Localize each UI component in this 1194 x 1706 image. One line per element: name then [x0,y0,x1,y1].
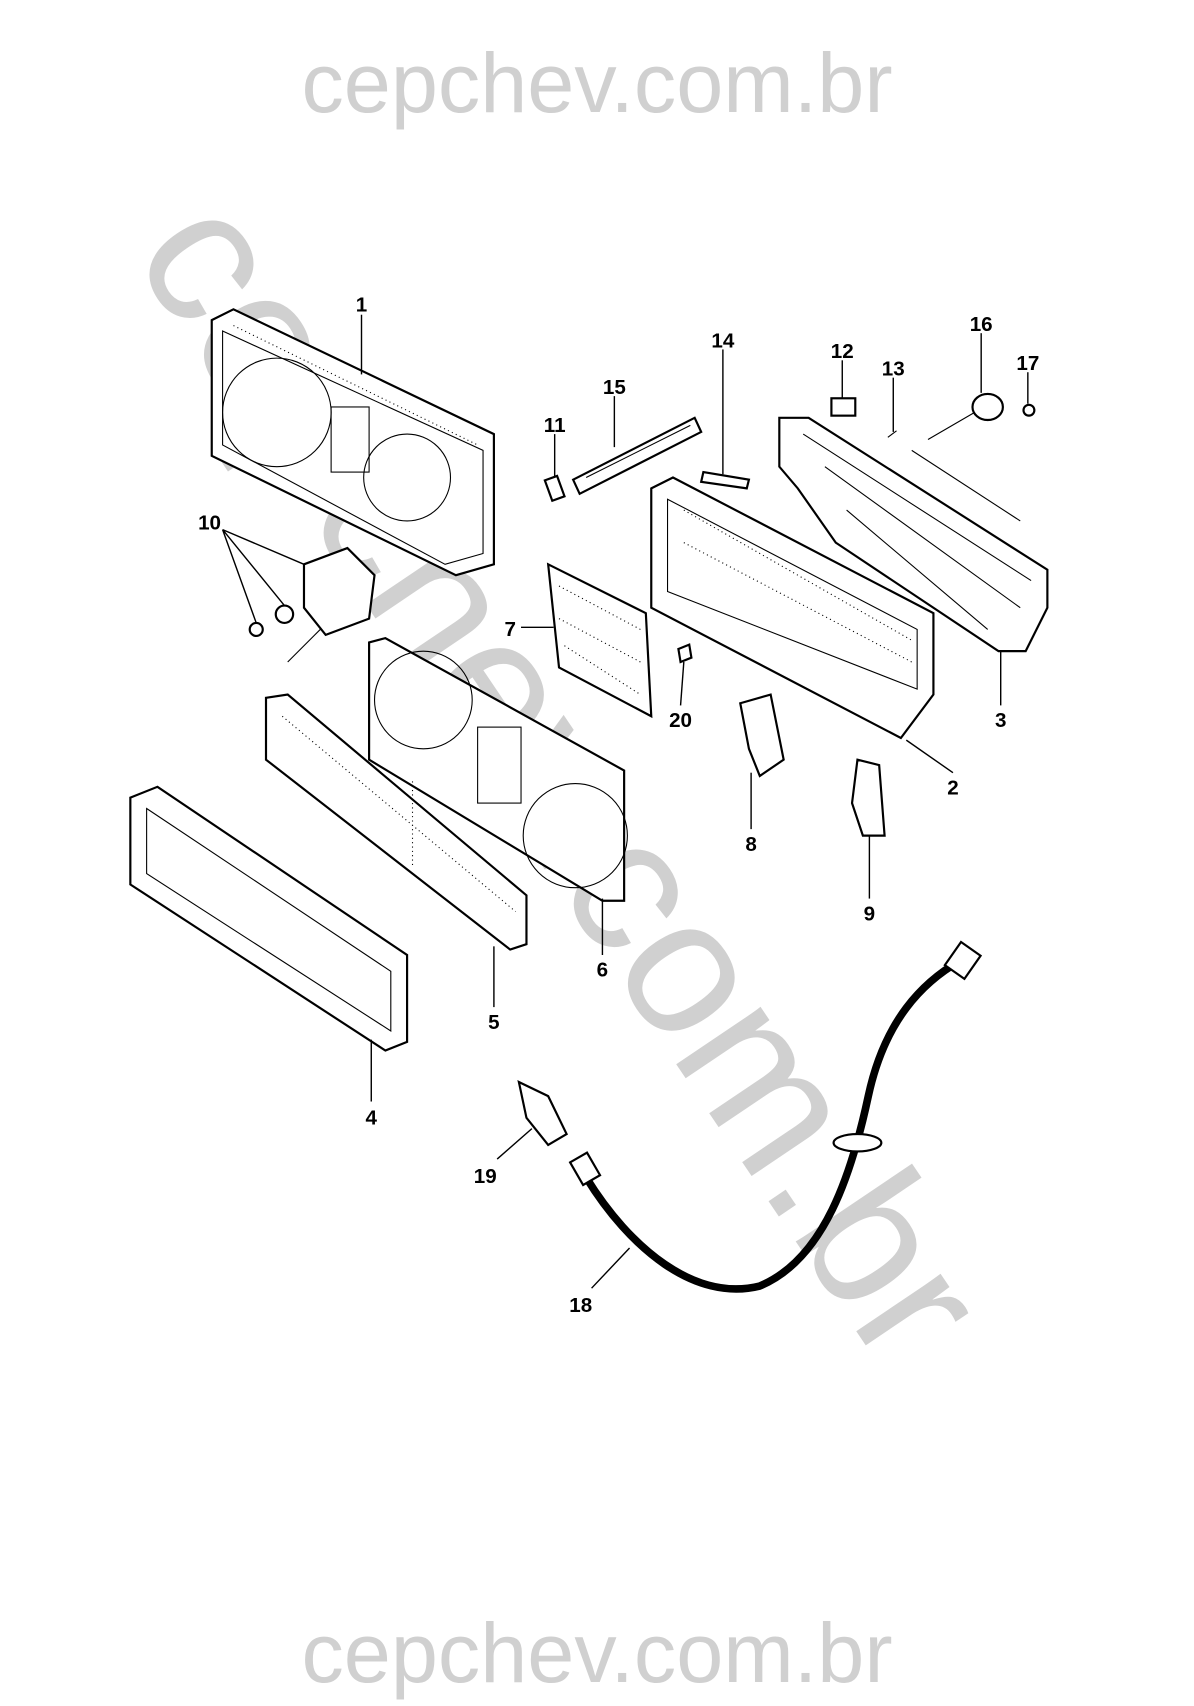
watermark-bottom: cepchev.com.br [301,1605,892,1700]
part-printed-circuit [778,416,1049,653]
part-instrument-cluster [210,308,495,577]
part-dial-plate [546,562,653,719]
callout-20: 20 [669,709,692,732]
callout-3: 3 [995,709,1006,732]
part-speedometer-cable [568,940,983,1293]
part-small-components [543,392,1036,503]
callout-13: 13 [882,357,905,380]
part-cluster-housing [650,476,935,740]
part-clip [517,1080,569,1147]
callout-14: 14 [711,329,734,352]
part-gauge-8 [739,693,785,778]
callout-12: 12 [831,340,854,363]
part-bulb [677,643,693,664]
leader-lines [221,314,1029,1289]
callout-10: 10 [198,512,221,535]
part-mask [368,636,628,902]
part-gauge-9 [850,758,886,837]
callout-15: 15 [603,376,626,399]
callout-6: 6 [597,959,608,982]
callout-18: 18 [569,1294,592,1317]
watermark-top: cepchev.com.br [301,35,892,130]
callout-8: 8 [745,833,756,856]
callout-2: 2 [947,776,958,799]
callout-1: 1 [356,293,367,316]
part-lens [264,693,528,951]
part-bezel [129,785,409,1052]
callout-4: 4 [366,1106,378,1129]
callout-9: 9 [864,902,875,925]
callout-17: 17 [1016,352,1039,375]
callout-7: 7 [504,618,515,641]
callout-11: 11 [544,414,566,437]
callout-5: 5 [488,1011,499,1034]
part-gauge-unit [248,546,376,663]
callout-19: 19 [474,1165,497,1188]
callout-16: 16 [970,313,993,336]
